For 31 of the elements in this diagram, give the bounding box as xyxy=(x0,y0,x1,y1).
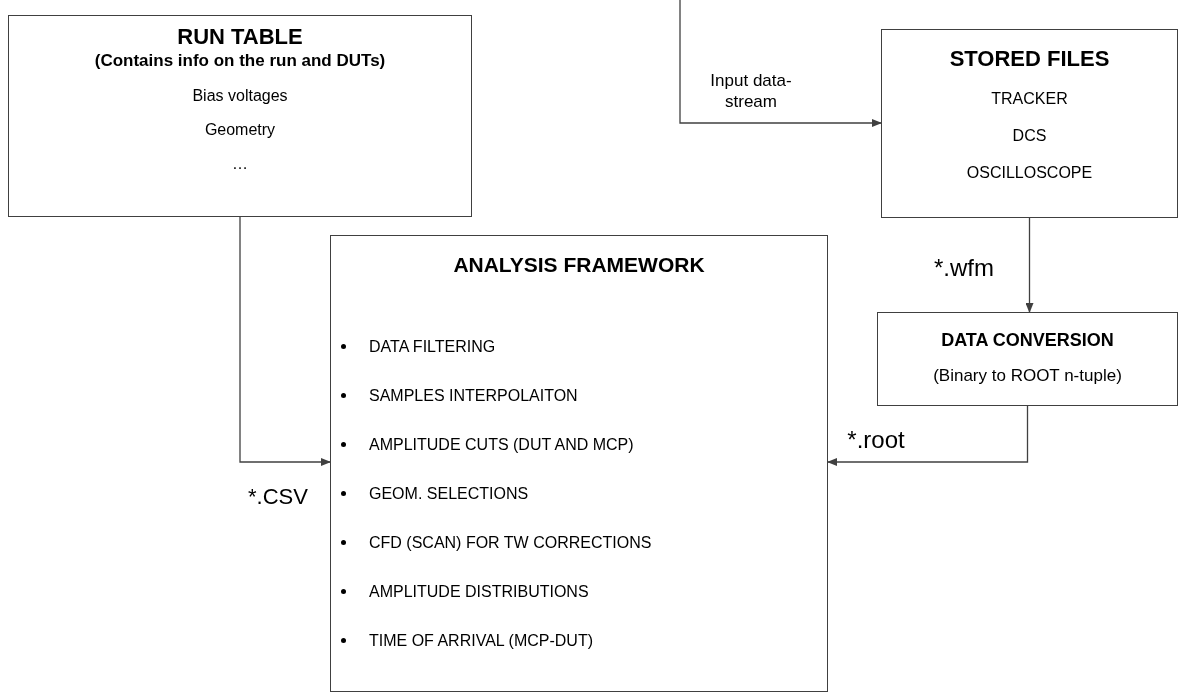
box-subtitle: (Binary to ROOT n-tuple) xyxy=(933,365,1122,387)
arrow xyxy=(679,0,882,127)
edge-label: *.CSV xyxy=(247,483,309,511)
box-title: RUN TABLE xyxy=(177,24,303,50)
list-item: DCS xyxy=(1012,126,1047,146)
list-item: DATA FILTERING xyxy=(369,336,496,357)
list-item: AMPLITUDE DISTRIBUTIONS xyxy=(369,581,589,602)
list-item: Geometry xyxy=(204,120,276,140)
list-item: … xyxy=(232,154,248,174)
process-box xyxy=(877,312,1178,406)
list-item: TIME OF ARRIVAL (MCP-DUT) xyxy=(369,630,593,651)
process-box xyxy=(8,15,472,217)
edge-label: *.wfm xyxy=(933,253,995,283)
list-item: GEOM. SELECTIONS xyxy=(369,483,529,504)
box-subtitle: (Contains info on the run and DUTs) xyxy=(94,50,386,72)
list-item: TRACKER xyxy=(991,89,1068,109)
list-item: AMPLITUDE CUTS (DUT AND MCP) xyxy=(369,434,634,455)
process-box xyxy=(881,29,1178,218)
process-box xyxy=(330,235,828,692)
box-title: ANALYSIS FRAMEWORK xyxy=(452,252,706,278)
arrow xyxy=(1025,217,1034,313)
list-item: OSCILLOSCOPE xyxy=(966,163,1093,183)
list-item: CFD (SCAN) FOR TW CORRECTIONS xyxy=(369,532,652,553)
edge-label: Input data-stream xyxy=(709,70,793,112)
list-item: Bias voltages xyxy=(192,86,288,106)
list-item: SAMPLES INTERPOLAITON xyxy=(369,385,578,406)
arrow xyxy=(827,405,1029,466)
box-title: STORED FILES xyxy=(949,46,1110,72)
edge-label: *.root xyxy=(846,425,906,455)
arrow xyxy=(239,216,331,466)
box-title: DATA CONVERSION xyxy=(941,329,1114,351)
